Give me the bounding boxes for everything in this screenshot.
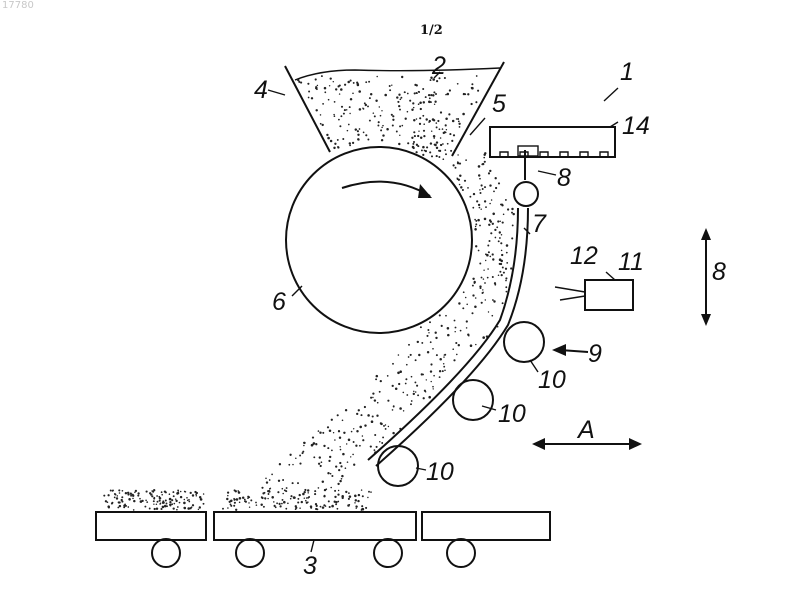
- label-a: A: [576, 416, 595, 444]
- vertical-arrow: [701, 228, 711, 326]
- label-6: 6: [272, 288, 286, 316]
- label-3: 3: [303, 552, 317, 580]
- label-10-middle: 10: [498, 400, 526, 428]
- conveyor: [96, 512, 550, 567]
- sheet-number: 1/2: [420, 23, 443, 38]
- label-4: 4: [254, 76, 268, 104]
- drum: [286, 147, 472, 333]
- material-on-conveyor: [103, 489, 371, 511]
- hopper: [285, 62, 504, 156]
- label-14: 14: [622, 112, 650, 140]
- label-8-hinge: 8: [557, 164, 571, 192]
- label-2: 2: [431, 52, 446, 80]
- label-10-bottom: 10: [426, 458, 454, 486]
- label-7: 7: [532, 210, 547, 238]
- sensor: [555, 280, 633, 310]
- distributor: [490, 127, 615, 157]
- label-10-top: 10: [538, 366, 566, 394]
- label-8-arrow: 8: [712, 258, 726, 286]
- label-11: 11: [618, 248, 644, 276]
- label-1: 1: [620, 58, 634, 86]
- label-12: 12: [570, 242, 598, 270]
- label-9: 9: [588, 340, 602, 368]
- label-5: 5: [492, 90, 506, 118]
